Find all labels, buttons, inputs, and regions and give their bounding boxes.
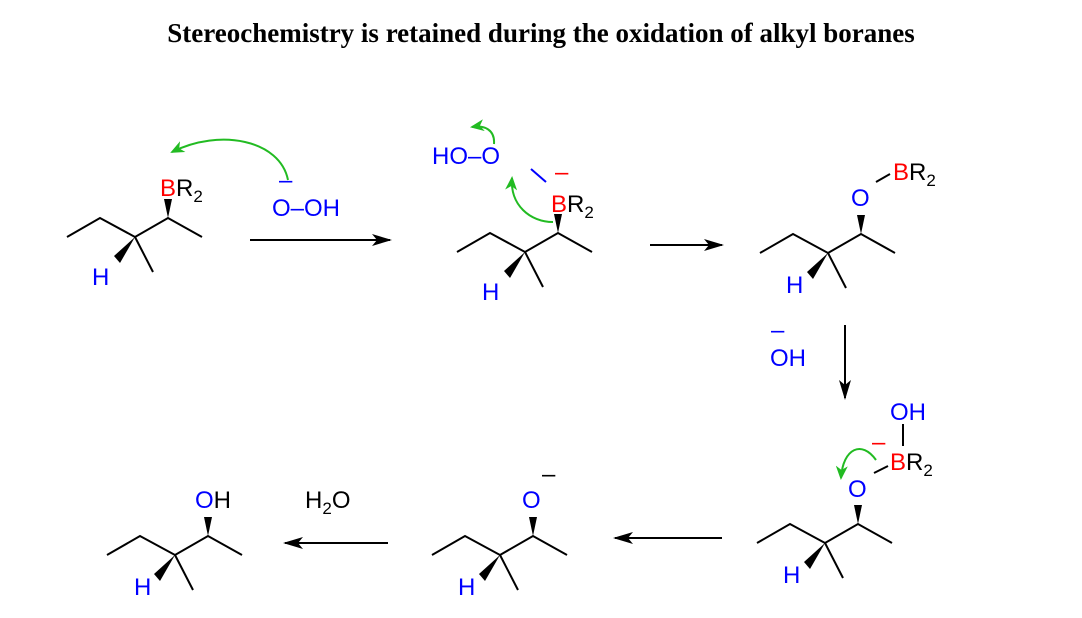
curved-arrow-icon bbox=[470, 119, 496, 145]
methyl-bond bbox=[174, 554, 194, 591]
molecule-hydroxy-borate: H O BR2 – OH bbox=[783, 399, 933, 589]
atom-h: H bbox=[458, 574, 475, 601]
methyl-bond bbox=[499, 554, 519, 591]
wedge-bond bbox=[854, 505, 862, 524]
atom-h: H bbox=[783, 562, 800, 589]
atom-boryl: BR2 bbox=[890, 449, 933, 480]
reagent-hydroxide: OH – bbox=[770, 317, 806, 372]
carbon-chain-bond bbox=[456, 231, 593, 254]
atom-o: O bbox=[522, 487, 541, 514]
wedge-bond bbox=[529, 517, 537, 536]
carbon-chain-bond bbox=[106, 534, 243, 557]
curved-arrow-icon bbox=[170, 138, 289, 181]
wedge-bond bbox=[479, 555, 500, 581]
methyl-bond bbox=[134, 236, 154, 273]
molecule-borate-complex: H BR2 – HO–O bbox=[432, 143, 594, 306]
atom-oh: OH bbox=[195, 487, 231, 514]
charge-minus: – bbox=[279, 167, 293, 194]
wedge-bond bbox=[807, 253, 828, 279]
wedge-bond bbox=[164, 199, 172, 218]
wedge-bond bbox=[204, 517, 212, 536]
hydroperoxide-label: O–OH bbox=[272, 195, 340, 222]
atom-boryl: BR2 bbox=[551, 191, 594, 222]
molecule-alkoxide: H O – bbox=[458, 461, 556, 601]
peroxide-label: HO–O bbox=[432, 143, 500, 170]
atom-h: H bbox=[786, 272, 803, 299]
charge-minus: – bbox=[555, 159, 569, 186]
wedge-bond bbox=[114, 237, 135, 263]
methyl-bond bbox=[824, 542, 844, 579]
atom-h: H bbox=[92, 264, 109, 291]
charge-minus: – bbox=[872, 429, 886, 456]
carbon-chain-bond bbox=[66, 216, 203, 239]
wedge-bond bbox=[154, 555, 175, 581]
atom-o: O bbox=[848, 476, 867, 503]
wedge-bond bbox=[857, 215, 865, 234]
charge-minus: – bbox=[771, 317, 785, 344]
wedge-bond bbox=[504, 252, 525, 278]
atom-h: H bbox=[482, 279, 499, 306]
atom-h: H bbox=[134, 574, 151, 601]
wedge-bond bbox=[554, 214, 562, 233]
carbon-chain-bond bbox=[756, 522, 893, 545]
curved-arrow-icon bbox=[835, 448, 877, 480]
atom-boryl: BR2 bbox=[893, 159, 936, 190]
methyl-bond bbox=[827, 252, 847, 289]
charge-minus: – bbox=[542, 461, 556, 488]
atom-boryl: BR2 bbox=[160, 175, 203, 206]
molecule-alcohol: H OH bbox=[134, 487, 231, 601]
molecule-borate-ester: H O BR2 bbox=[786, 159, 936, 299]
reagent-hydroperoxide: O–OH – bbox=[272, 167, 340, 222]
page-title: Stereochemistry is retained during the o… bbox=[167, 18, 915, 48]
wedge-bond bbox=[804, 543, 825, 569]
atom-o: O bbox=[851, 185, 870, 212]
skeletal-bonds bbox=[66, 199, 896, 591]
carbon-chain-bond bbox=[759, 232, 896, 255]
molecule-alkylborane: H BR2 bbox=[92, 175, 203, 291]
carbon-chain-bond bbox=[431, 534, 568, 557]
methyl-bond bbox=[524, 251, 544, 288]
hydroxide-label: OH bbox=[770, 345, 806, 372]
reagent-water: H2O bbox=[305, 487, 350, 518]
curved-arrow-icon bbox=[505, 176, 554, 223]
atom-oh: OH bbox=[890, 399, 926, 426]
